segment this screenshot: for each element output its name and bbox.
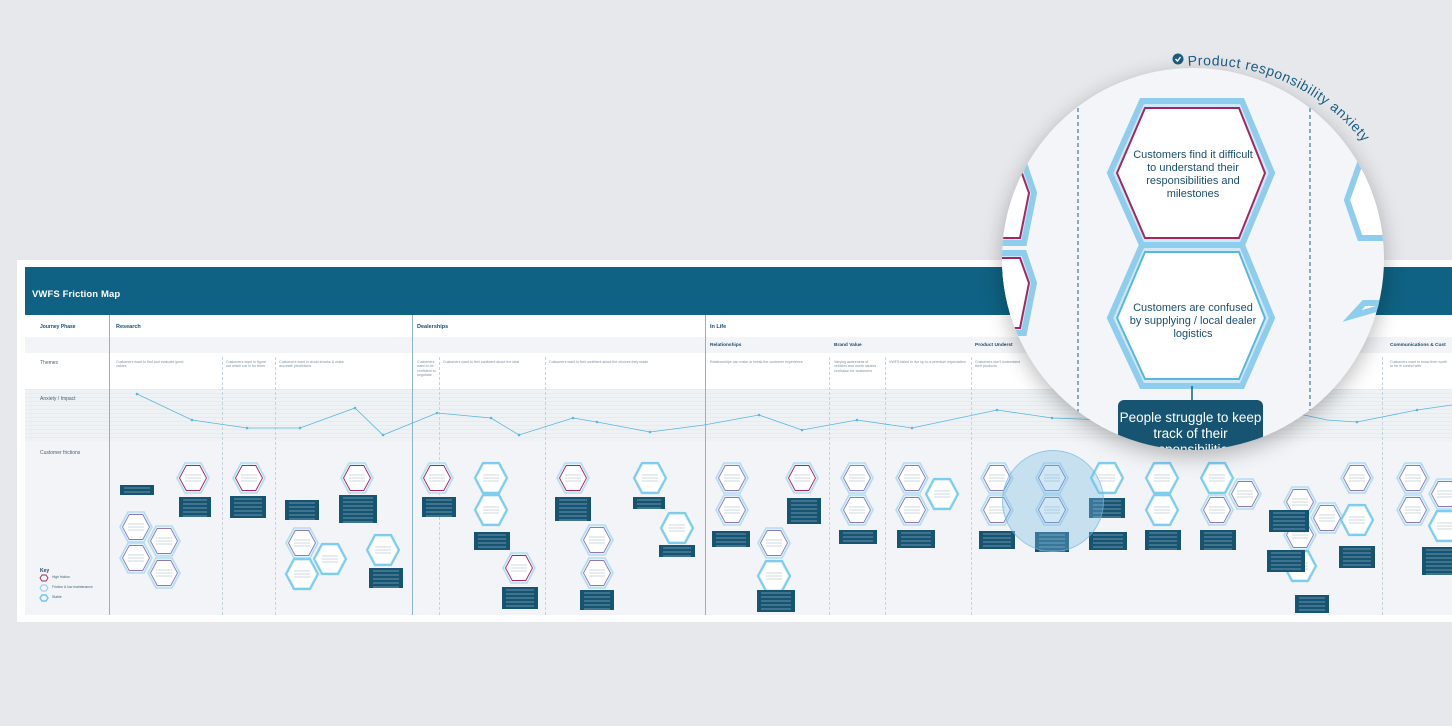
friction-summary-box [120, 485, 154, 495]
friction-summary-box [474, 532, 510, 550]
theme-text: VWFS failed to live up to a premium expe… [889, 360, 966, 364]
key-label: High friction [52, 575, 70, 579]
friction-summary-box [1422, 547, 1452, 575]
theme-divider [829, 357, 830, 615]
zoom-callout-text: People struggle to keep track of their r… [1119, 410, 1262, 457]
zoom-hex-top-text: Customers find it difficult to understan… [1133, 149, 1253, 200]
friction-summary-box [339, 495, 377, 523]
theme-divider [545, 357, 546, 615]
theme-divider [971, 357, 972, 615]
phase-divider [412, 315, 413, 615]
friction-summary-box [1295, 595, 1329, 613]
theme-divider [222, 357, 223, 615]
theme-text: Customers want to feel confident about t… [549, 360, 649, 364]
zoom-hex-bottom-text: Customers are confused by supplying / lo… [1129, 302, 1257, 340]
key-label: Stable [52, 595, 62, 599]
friction-summary-box [787, 498, 821, 524]
sub-phase-brand-value: Brand Value [834, 343, 862, 348]
theme-divider [885, 357, 886, 615]
sub-phase-product-understanding: Product Underst [975, 343, 1013, 348]
friction-summary-box [712, 531, 750, 547]
board-title: VWFS Friction Map [32, 289, 121, 300]
key-label: Friction & low maintenance [52, 585, 93, 589]
zoom-focus-circle [1002, 450, 1104, 552]
sub-phase-relationships: Relationships [710, 343, 742, 348]
theme-text: Relationships can make or break the cust… [710, 360, 803, 364]
check-circle-icon [1172, 53, 1184, 65]
friction-summary-box [659, 545, 695, 557]
theme-text: Customers want to figure out which car i… [226, 360, 266, 369]
theme-divider [1382, 357, 1383, 615]
theme-text: Customers want to find and evaluate good… [116, 360, 184, 369]
theme-text: Varying awareness of vehicles and worth … [834, 360, 877, 373]
friction-summary-box [979, 531, 1015, 549]
friction-summary-box [1089, 532, 1127, 550]
friction-summary-box [897, 530, 935, 548]
theme-divider [275, 357, 276, 615]
friction-summary-box [633, 497, 665, 509]
phase-in-life: In Life [710, 324, 727, 330]
phase-divider [705, 315, 706, 615]
row-label-anxiety: Anxiety / Impact [40, 396, 76, 402]
row-label-themes: Themes [40, 360, 59, 366]
row-label-frictions: Customer frictions [40, 450, 81, 456]
key-icons [39, 574, 49, 602]
theme-text: Customers want to feel confident about t… [443, 360, 520, 364]
row-label-journey-phase: Journey Phase [40, 324, 76, 330]
theme-text: Customers don't understand their product… [975, 360, 1021, 369]
zoom-callout: People struggle to keep track of their r… [1118, 400, 1263, 457]
theme-text: Customers want to avoid shocks & make ac… [279, 360, 344, 369]
friction-hexagons [119, 461, 1452, 613]
zoom-lens: Customers find it difficult to understan… [1002, 68, 1384, 450]
lens-graphics [1002, 98, 1384, 450]
phase-dealerships: Dealerships [417, 324, 449, 330]
friction-summary-box [555, 497, 591, 521]
key-title: Key [40, 568, 50, 574]
phase-communications: Communications & Cust [1390, 343, 1446, 348]
phase-research: Research [116, 324, 141, 330]
phase-divider [109, 315, 110, 615]
theme-text: Customers want to know their worth to be… [1390, 360, 1448, 369]
theme-text: Customers want to be confident to negoti… [417, 360, 436, 377]
